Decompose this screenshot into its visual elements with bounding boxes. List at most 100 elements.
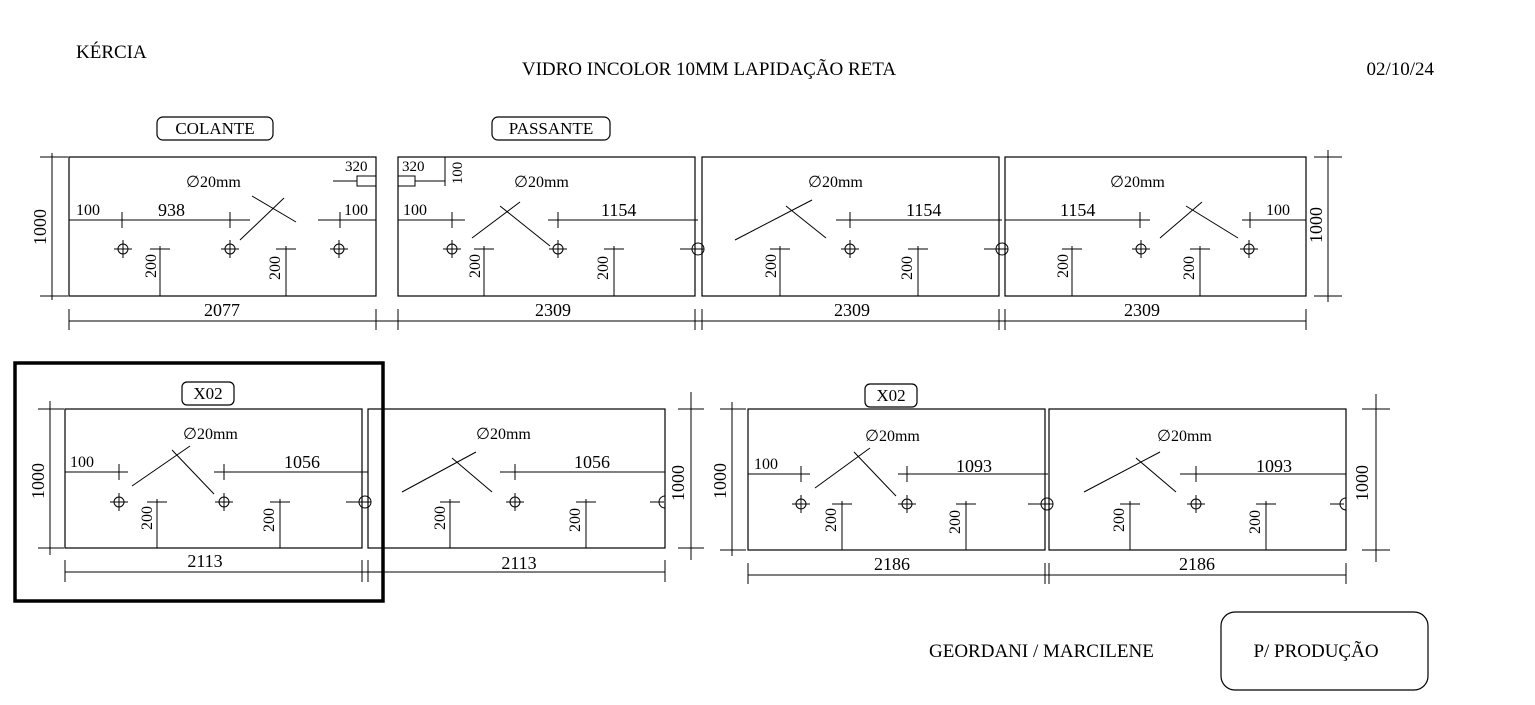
tag-x02-left: X02 [181,381,235,406]
hole-marker [330,240,348,258]
hole-spec: ∅20mm [183,426,238,443]
dim-label: 1093 [956,456,992,476]
dim-label: 200 [432,506,449,530]
dim-label: 2309 [535,300,571,320]
dim-label: 100 [403,202,427,219]
hole-spec: ∅20mm [1157,428,1212,445]
tag-x02-left-label: X02 [193,384,222,403]
dim-label: 100 [754,456,778,473]
dim-label: 200 [1247,510,1264,534]
glass-panel-top-4: ∅20mm 1154 100 200 200 [1004,156,1307,297]
production-stamp-label: P/ PRODUÇÃO [1253,640,1378,662]
tag-passante-label: PASSANTE [509,119,593,138]
dim-label: 200 [1181,256,1198,280]
tag-colante: COLANTE [156,116,274,141]
dim-label: 938 [158,200,185,220]
dim-label: 1000 [1306,207,1326,243]
dim-label: 200 [1111,508,1128,532]
drawing-date: 02/10/24 [1366,59,1434,80]
dim-label: 2113 [501,553,536,573]
hole-spec: ∅20mm [476,426,531,443]
dim-label: 200 [139,506,156,530]
hole-marker [1240,240,1258,258]
dim-label: 1000 [1352,465,1372,501]
dim-label: 320 [345,159,368,175]
hole-marker [898,495,916,513]
dim-height-bottom-left: 1000 [28,401,64,555]
dim-label: 200 [823,508,840,532]
glass-panel-top-3: ∅20mm 1154 200 200 [701,156,1002,297]
hinge-marker [995,242,1009,256]
dim-width-top-row: 2077 2309 2309 2309 [68,300,1307,330]
dim-label: 100 [70,454,94,471]
hole-marker [549,240,567,258]
hinge-marker [1040,497,1054,511]
client-name: KÉRCIA [76,41,147,63]
hole-spec: ∅20mm [808,174,863,191]
hole-spec: ∅20mm [514,174,569,191]
dim-label: 200 [1055,254,1072,278]
dim-label: 1000 [28,463,48,499]
hole-marker [443,240,461,258]
dim-label: 100 [76,202,100,219]
hole-marker [1132,240,1150,258]
tag-colante-label: COLANTE [175,119,254,138]
dim-label: 200 [899,256,916,280]
production-stamp: P/ PRODUÇÃO [1220,611,1429,691]
dim-label: 1000 [710,463,730,499]
dim-height-bottom-mid: 1000 [668,392,704,560]
dim-label: 2309 [1124,300,1160,320]
dim-height-bottom-mid-left: 1000 [710,402,746,556]
hole-marker [506,493,524,511]
glass-panel-bottom-2: ∅20mm 1056 200 200 [367,408,666,549]
tag-passante: PASSANTE [491,116,611,141]
dim-label: 1000 [30,209,50,245]
dim-label: 1154 [906,200,941,220]
hole-spec: ∅20mm [865,428,920,445]
dim-label: 200 [267,256,284,280]
glass-panel-bottom-3: ∅20mm 100 1093 200 200 [747,408,1048,551]
hole-spec: ∅20mm [186,174,241,191]
dim-height-bottom-right: 1000 [1352,394,1390,562]
dim-label: 200 [595,256,612,280]
dim-label: 1000 [668,465,688,501]
responsible-names: GEORDANI / MARCILENE [929,641,1154,662]
dim-label: 100 [344,202,368,219]
dim-label: 200 [261,508,278,532]
dim-label: 2186 [874,554,910,574]
dim-label: 100 [1266,202,1290,219]
dim-label: 200 [763,254,780,278]
selection-highlight-box [13,361,385,603]
dim-height-top-right: 1000 [1306,150,1342,302]
glass-panel-top-1: ∅20mm 100 938 100 320 200 200 [68,156,377,297]
dim-label: 320 [402,159,425,175]
hole-marker [114,240,132,258]
dim-label: 1154 [1060,200,1095,220]
glass-panel-top-2: ∅20mm 320 100 100 1154 200 200 [397,156,698,297]
glass-panel-bottom-1: ∅20mm 100 1056 200 200 [64,408,368,549]
tag-x02-right-label: X02 [876,386,905,405]
dim-label: 200 [467,254,484,278]
dim-label: 1154 [601,200,636,220]
dim-label: 2113 [187,551,222,571]
hole-marker [215,493,233,511]
dim-label: 2077 [204,300,240,320]
dim-width-bottom-row: 2113 2113 2186 2186 [64,551,1347,584]
drawing-title: VIDRO INCOLOR 10MM LAPIDAÇÃO RETA [522,58,897,80]
hinge-marker [358,495,372,509]
dim-label: 1093 [1256,456,1292,476]
dim-label: 1056 [284,452,320,472]
dim-label: 1056 [574,452,610,472]
tag-x02-right: X02 [864,383,918,408]
hole-spec: ∅20mm [1110,174,1165,191]
dim-label: 200 [567,508,584,532]
hole-marker [221,240,239,258]
dim-label: 200 [143,254,160,278]
hole-marker [841,240,859,258]
dim-label: 2186 [1179,554,1215,574]
dim-height-top-left: 1000 [30,153,68,300]
hole-marker [110,493,128,511]
glass-panel-bottom-4: ∅20mm 1093 200 200 [1048,408,1347,551]
hole-marker [792,495,810,513]
